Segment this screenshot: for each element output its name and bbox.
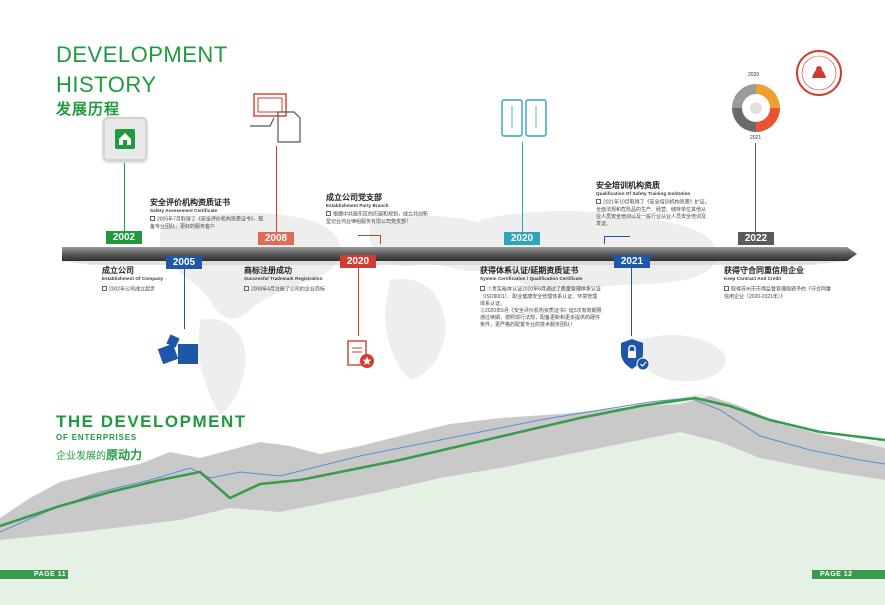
title-line-1: DEVELOPMENT (56, 42, 228, 67)
party-document-star-icon (347, 340, 374, 368)
milestone-body: 取得苏州市市场监督管理局颁予的《守合同重信用企业（2020-2021年）》 (724, 286, 832, 300)
connector-2005 (184, 269, 185, 329)
connector-2022 (755, 143, 756, 232)
cycle-label-bottom: 2021 (750, 135, 762, 141)
milestone-heading: 商标注册成功 (244, 266, 292, 275)
bottom-title-cn-emph: 原动力 (106, 448, 143, 462)
year-badge-2005: 2005 (166, 256, 202, 269)
milestone-2008: 商标注册成功 Successful Trademark Registration… (244, 265, 344, 294)
year-badge-2008: 2008 (258, 232, 294, 245)
title-line-2: HISTORY (56, 72, 157, 97)
milestone-2020-party: 成立公司党支部 Establishment Party Branch 根据中共鼓… (326, 192, 430, 226)
milestone-sub: Qualification Of Safety Training Institu… (596, 191, 691, 196)
milestone-body-2: ②2020年6月《安全评价机构资质证书》延5次有效期限通过续期，按照现行法规，配… (480, 307, 602, 328)
milestone-body: 2002年公司成立起步 (109, 286, 156, 293)
milestone-sub: Safety Assessment Certificate (150, 208, 218, 213)
bottom-title-cn: 企业发展的原动力 (56, 446, 142, 463)
milestone-heading: 获得体系认证/延期资质证书 (480, 266, 579, 275)
certificates-icon (501, 99, 547, 137)
year-badge-2020-cert: 2020 (504, 232, 540, 245)
page-title-cn: 发展历程 (56, 101, 121, 118)
milestone-heading: 成立公司党支部 (326, 193, 382, 202)
milestone-sub: Establishment Party Branch (326, 203, 389, 208)
milestone-sub: Establishment Of Company (102, 276, 164, 281)
milestone-body: 2021年10月取得了《安全培训机构资质》扩证，全面法规和危险品的生产、经营、储… (596, 199, 710, 227)
connector-2020-cert (522, 142, 523, 232)
connector-2021 (631, 268, 632, 336)
logo-emblem-icon (801, 55, 837, 91)
connector-2002 (124, 163, 125, 231)
certificate-box-icon (158, 334, 198, 365)
hook-2020-party-v (380, 235, 381, 244)
milestone-heading: 获得守合同重信用企业 (724, 266, 804, 275)
milestone-body: 根据中共鼓东区的历届和规划，成立共创新型记业鸿业律组服务有限公司党支部！ (326, 211, 429, 225)
milestone-body: 2008年4月注册了公司的企业商标 (251, 286, 325, 293)
milestone-2020-cert: 获得体系认证/延期资质证书 System Certification / Qua… (480, 265, 602, 329)
milestone-sub: Successful Trademark Registration (244, 276, 323, 281)
milestone-heading: 安全培训机构资质 (596, 181, 660, 190)
trademark-docs-icon (250, 93, 301, 143)
milestone-heading: 安全评价机构资质证书 (150, 198, 230, 207)
milestone-body: 2005年7月取得了《安全评价机构资质证书》，配备专业团队，更好的服务客户 (150, 216, 264, 230)
security-shield-icon (621, 339, 650, 371)
company-logo (796, 50, 842, 96)
milestone-heading: 成立公司 (102, 266, 134, 275)
milestone-2002: 成立公司 Establishment Of Company 2002年公司成立起… (102, 265, 182, 294)
milestone-2005: 安全评价机构资质证书 Safety Assessment Certificate… (150, 197, 268, 231)
mountain-landscape (0, 394, 885, 605)
year-badge-2022: 2022 (738, 232, 774, 245)
cycle-label-top: 2020 (748, 72, 760, 78)
bottom-title-en: THE DEVELOPMENT (56, 412, 247, 431)
home-icon-box (103, 117, 147, 161)
year-badge-2020-party: 2020 (340, 255, 376, 268)
connector-2008 (276, 146, 277, 232)
hook-2020-party (358, 235, 380, 236)
bottom-title-en-sub: OF ENTERPRISES (56, 433, 137, 442)
milestone-2021: 安全培训机构资质 Qualification Of Safety Trainin… (596, 180, 710, 228)
connector-2020-party (358, 268, 359, 336)
page-label-left: PAGE 11 (0, 570, 68, 579)
hook-2021-v (604, 236, 605, 244)
milestone-2022: 获得守合同重信用企业 Keep Contract And Credit 取得苏州… (724, 265, 834, 301)
milestone-sub: System Certification / Qualification Cer… (480, 276, 583, 281)
milestone-sub: Keep Contract And Credit (724, 276, 782, 281)
page-title-en: DEVELOPMENT HISTORY (56, 40, 236, 100)
bottom-title-cn-prefix: 企业发展的 (56, 451, 106, 462)
milestone-body-1: ①贵实能体认证2020年6月通过了质量管理体系认证（ISO9001）、职业健康安… (480, 286, 601, 307)
timeline-bar (62, 247, 857, 265)
home-icon (115, 129, 135, 149)
page-label-right: PAGE 12 (812, 570, 885, 579)
year-badge-2002: 2002 (106, 231, 142, 244)
cycle-rings-icon (732, 84, 780, 132)
year-badge-2021: 2021 (614, 255, 650, 268)
hook-2021 (604, 236, 630, 237)
